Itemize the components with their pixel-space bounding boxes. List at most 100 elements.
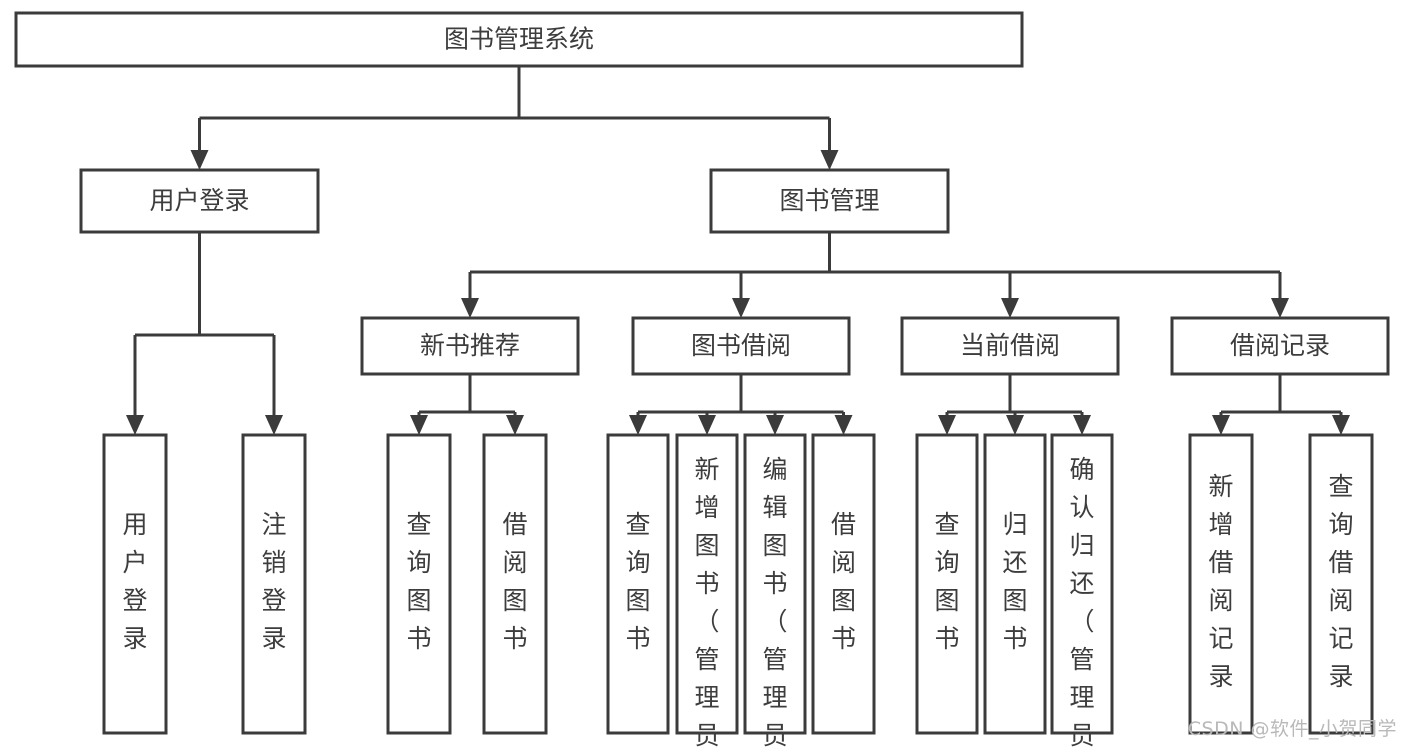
svg-text:书: 书 bbox=[502, 624, 527, 653]
svg-text:阅: 阅 bbox=[1208, 586, 1233, 615]
svg-text:登: 登 bbox=[261, 586, 286, 615]
node-label-level3-2: 当前借阅 bbox=[960, 331, 1060, 360]
svg-text:书: 书 bbox=[831, 624, 856, 653]
svg-text:书: 书 bbox=[406, 624, 431, 653]
svg-text:书: 书 bbox=[694, 569, 719, 598]
arrow-head-icon bbox=[461, 298, 479, 318]
node-level3-2[interactable] bbox=[900, 316, 1120, 376]
svg-text:图: 图 bbox=[831, 586, 856, 615]
svg-text:管: 管 bbox=[762, 645, 787, 674]
arrow-head-icon bbox=[732, 298, 750, 318]
svg-text:书: 书 bbox=[762, 569, 787, 598]
node-level3-1[interactable] bbox=[631, 316, 851, 376]
svg-text:员: 员 bbox=[1069, 721, 1094, 747]
svg-text:询: 询 bbox=[406, 548, 431, 577]
svg-text:记: 记 bbox=[1328, 624, 1353, 653]
svg-text:还: 还 bbox=[1002, 548, 1027, 577]
svg-text:图: 图 bbox=[934, 586, 959, 615]
svg-text:销: 销 bbox=[261, 548, 286, 577]
svg-text:图: 图 bbox=[1002, 586, 1027, 615]
svg-text:阅: 阅 bbox=[831, 548, 856, 577]
arrow-head-icon bbox=[1006, 415, 1024, 435]
svg-text:归: 归 bbox=[1069, 531, 1094, 560]
node-leaf-12[interactable] bbox=[1308, 433, 1374, 735]
node-leaf-9[interactable] bbox=[983, 433, 1047, 735]
node-leaf-2[interactable] bbox=[386, 433, 452, 735]
svg-text:（: （ bbox=[762, 607, 787, 636]
svg-text:登: 登 bbox=[122, 586, 147, 615]
arrow-head-icon bbox=[126, 415, 144, 435]
svg-text:还: 还 bbox=[1069, 569, 1094, 598]
svg-text:查: 查 bbox=[406, 510, 431, 539]
arrow-head-icon bbox=[1271, 298, 1289, 318]
svg-text:增: 增 bbox=[1208, 510, 1233, 539]
svg-text:理: 理 bbox=[762, 683, 787, 712]
node-level3-0[interactable] bbox=[360, 316, 580, 376]
svg-text:（: （ bbox=[1069, 607, 1094, 636]
node-leaf-0[interactable] bbox=[102, 433, 168, 735]
svg-text:询: 询 bbox=[1328, 510, 1353, 539]
svg-text:书: 书 bbox=[625, 624, 650, 653]
node-leaf-10[interactable] bbox=[1050, 433, 1114, 735]
svg-text:查: 查 bbox=[934, 510, 959, 539]
svg-text:录: 录 bbox=[1328, 662, 1353, 691]
svg-text:图: 图 bbox=[406, 586, 431, 615]
svg-text:编: 编 bbox=[762, 455, 787, 484]
arrow-head-icon bbox=[834, 415, 853, 435]
svg-text:借: 借 bbox=[831, 510, 856, 539]
node-leaf-3[interactable] bbox=[482, 433, 548, 735]
node-leaf-6[interactable] bbox=[743, 433, 807, 735]
node-leaf-5[interactable] bbox=[675, 433, 739, 735]
node-level3-3[interactable] bbox=[1170, 316, 1390, 376]
svg-text:图: 图 bbox=[502, 586, 527, 615]
node-label-root: 图书管理系统 bbox=[444, 25, 594, 54]
svg-text:查: 查 bbox=[1328, 472, 1353, 501]
svg-text:图: 图 bbox=[625, 586, 650, 615]
svg-text:理: 理 bbox=[694, 683, 719, 712]
node-label-level3-1: 图书借阅 bbox=[691, 331, 791, 360]
arrow-head-icon bbox=[766, 415, 784, 435]
svg-text:辑: 辑 bbox=[762, 493, 787, 522]
node-level2-1[interactable] bbox=[709, 168, 950, 234]
svg-text:询: 询 bbox=[934, 548, 959, 577]
node-root-图书管理系统[interactable] bbox=[14, 11, 1024, 68]
svg-text:图: 图 bbox=[762, 531, 787, 560]
svg-text:增: 增 bbox=[694, 493, 719, 522]
node-level2-0[interactable] bbox=[79, 168, 320, 234]
svg-text:员: 员 bbox=[762, 721, 787, 747]
node-label-level3-3: 借阅记录 bbox=[1230, 331, 1330, 360]
node-leaf-7[interactable] bbox=[811, 433, 876, 735]
svg-text:认: 认 bbox=[1069, 493, 1094, 522]
node-leaf-11[interactable] bbox=[1188, 433, 1254, 735]
svg-text:书: 书 bbox=[1002, 624, 1027, 653]
node-leaf-1[interactable] bbox=[241, 433, 307, 735]
node-leaf-8[interactable] bbox=[915, 433, 979, 735]
node-leaf-4[interactable] bbox=[606, 433, 670, 735]
node-label-level2-1: 图书管理 bbox=[779, 186, 879, 215]
node-label-level2-0: 用户登录 bbox=[149, 186, 249, 215]
arrow-head-icon bbox=[1001, 298, 1019, 318]
svg-text:理: 理 bbox=[1069, 683, 1094, 712]
svg-text:员: 员 bbox=[694, 721, 719, 747]
arrow-head-icon bbox=[1212, 415, 1230, 435]
svg-text:借: 借 bbox=[1328, 548, 1353, 577]
arrow-head-icon bbox=[629, 415, 647, 435]
svg-text:阅: 阅 bbox=[1328, 586, 1353, 615]
svg-text:管: 管 bbox=[1069, 645, 1094, 674]
svg-text:阅: 阅 bbox=[502, 548, 527, 577]
svg-text:借: 借 bbox=[502, 510, 527, 539]
node-label-level3-0: 新书推荐 bbox=[420, 331, 520, 360]
svg-text:录: 录 bbox=[261, 624, 286, 653]
svg-text:书: 书 bbox=[934, 624, 959, 653]
arrow-head-icon bbox=[938, 415, 956, 435]
arrow-head-icon bbox=[1073, 415, 1091, 435]
svg-text:管: 管 bbox=[694, 645, 719, 674]
